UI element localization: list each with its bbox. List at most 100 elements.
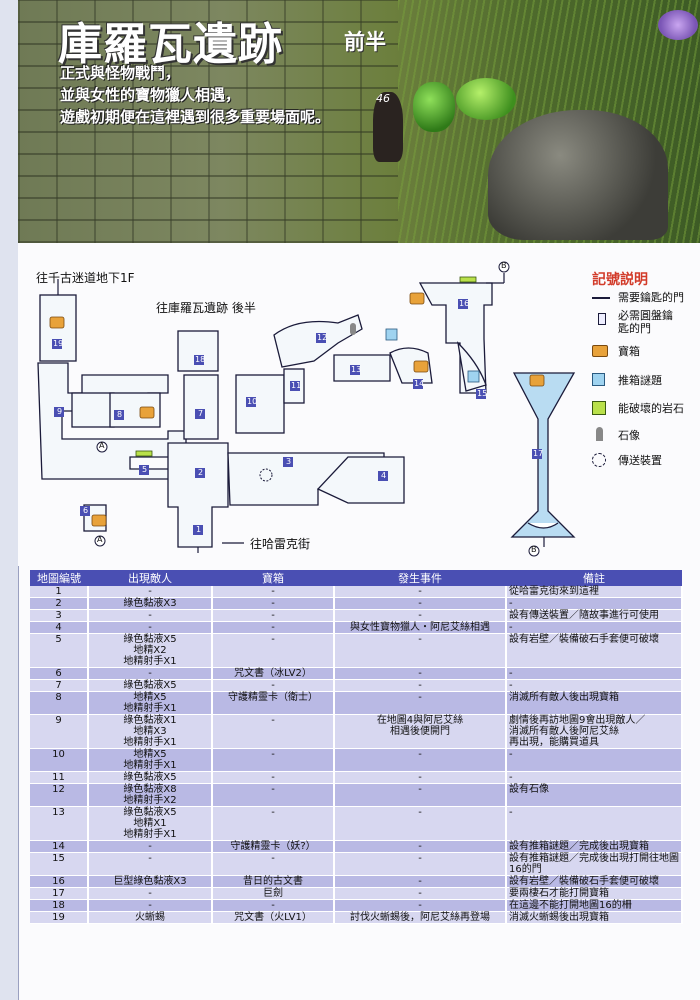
map-markers bbox=[94, 261, 540, 557]
cell-chest: 咒文書（火LV1） bbox=[212, 911, 335, 924]
cell-enemy: 綠色黏液X5 地精X2 地精射手X1 bbox=[88, 633, 213, 668]
cell-chest: - bbox=[212, 609, 335, 622]
map-label-to-underground: 往千古迷道地下1F bbox=[36, 271, 135, 285]
room-number: 18 bbox=[195, 355, 206, 364]
cell-map-no: 9 bbox=[30, 714, 89, 749]
room-17-arch bbox=[527, 522, 559, 529]
cell-enemy: - bbox=[88, 840, 213, 853]
intro-line-1: 正式與怪物戰鬥， bbox=[60, 64, 181, 82]
cell-chest: 昔日的古文書 bbox=[212, 875, 335, 888]
cell-event: - bbox=[334, 633, 507, 668]
cell-map-no: 11 bbox=[30, 771, 89, 784]
cell-enemy: - bbox=[88, 667, 213, 680]
page-subtitle: 前半 bbox=[344, 30, 386, 54]
teleporter-icon bbox=[592, 453, 606, 467]
cell-event: - bbox=[334, 609, 507, 622]
table-row: 17-巨劍-要兩棲石才能打開寶箱 bbox=[30, 887, 683, 900]
cell-note: 設有推箱謎題／完成後出現打開往地圖16的門 bbox=[506, 852, 683, 876]
map-marker-label: B bbox=[501, 261, 507, 270]
cell-note: 設有岩壁／裝備破石手套便可破壞 bbox=[506, 633, 683, 668]
room-13 bbox=[333, 354, 391, 382]
cell-chest: 咒文書（冰LV2） bbox=[212, 667, 335, 680]
cell-chest: - bbox=[212, 621, 335, 634]
cell-note: 設有石像 bbox=[506, 783, 683, 807]
cell-event: - bbox=[334, 852, 507, 876]
room-number: 8 bbox=[117, 410, 123, 419]
room-number: 9 bbox=[57, 407, 63, 416]
room-group-left bbox=[37, 362, 187, 480]
legend-label-disc-door: 必需圓盤鑰 匙的門 bbox=[618, 309, 673, 335]
cell-map-no: 19 bbox=[30, 911, 89, 924]
breakable-rock-icons bbox=[135, 276, 477, 457]
cell-note: 劇情後再訪地圖9會出現敵人／ 消滅所有敵人後阿尼艾絲 再出現，能購買道具 bbox=[506, 714, 683, 749]
room-8 bbox=[71, 392, 115, 428]
legend-label-teleporter: 傳送裝置 bbox=[618, 454, 662, 467]
cell-map-no: 18 bbox=[30, 899, 89, 912]
intro-line-3: 遊戲初期便在這裡遇到很多重要場面呢。 bbox=[60, 108, 331, 126]
cell-map-no: 1 bbox=[30, 586, 89, 598]
cell-enemy: - bbox=[88, 621, 213, 634]
room-number: 5 bbox=[142, 465, 148, 474]
intro-line-2: 並與女性的寶物獵人相遇， bbox=[60, 86, 241, 104]
cell-enemy: 綠色黏液X1 地精X3 地精射手X1 bbox=[88, 714, 213, 749]
room-number-labels bbox=[52, 299, 542, 535]
cell-event: - bbox=[334, 691, 507, 715]
map-label-to-back-half: 往庫羅瓦遺跡 後半 bbox=[156, 301, 256, 315]
cell-note: 從哈雷克街來到這裡 bbox=[506, 586, 683, 598]
cell-event: - bbox=[334, 783, 507, 807]
cell-map-no: 3 bbox=[30, 609, 89, 622]
cell-map-no: 2 bbox=[30, 597, 89, 610]
breakable-rock-icon bbox=[592, 401, 606, 415]
cell-chest: 巨劍 bbox=[212, 887, 335, 900]
rock-art bbox=[488, 110, 668, 240]
key-door-line-icon bbox=[592, 297, 610, 299]
cell-event: 與女性寶物獵人・阿尼艾絲相遇 bbox=[334, 621, 507, 634]
legend-title: 記號説明 bbox=[592, 272, 648, 288]
cell-enemy: 綠色黏液X8 地精射手X2 bbox=[88, 783, 213, 807]
cell-note: 要兩棲石才能打開寶箱 bbox=[506, 887, 683, 900]
legend-label-key-door: 需要鑰匙的門 bbox=[618, 291, 684, 304]
cell-note: 設有岩壁／裝備破石手套便可破壞 bbox=[506, 875, 683, 888]
push-box-icons bbox=[385, 328, 480, 383]
teleporter-icon bbox=[259, 468, 273, 482]
cell-chest: - bbox=[212, 852, 335, 876]
cell-note: 設有傳送裝置／隨故事進行可使用 bbox=[506, 609, 683, 622]
legend-label-chest: 寶箱 bbox=[618, 345, 640, 358]
room-number: 3 bbox=[286, 457, 292, 466]
room-number: 1 bbox=[196, 525, 202, 534]
statue-icon bbox=[350, 323, 356, 335]
table-row: 1---從哈雷克街來到這裡 bbox=[30, 586, 683, 598]
cell-enemy: - bbox=[88, 852, 213, 876]
room-10 bbox=[235, 374, 285, 434]
cell-event: 在地圖4與阿尼艾絲 相遇後便開門 bbox=[334, 714, 507, 749]
cell-event: - bbox=[334, 586, 507, 598]
cell-note: 消滅所有敵人後出現寶箱 bbox=[506, 691, 683, 715]
treasure-chest-icon bbox=[592, 345, 608, 357]
cell-chest: - bbox=[212, 783, 335, 807]
cell-map-no: 15 bbox=[30, 852, 89, 876]
room-number: 13 bbox=[351, 365, 362, 374]
cell-chest: 守護精靈卡（衛士） bbox=[212, 691, 335, 715]
cell-map-no: 16 bbox=[30, 875, 89, 888]
cell-event: - bbox=[334, 875, 507, 888]
cell-enemy: 綠色黏液X5 地精X1 地精射手X1 bbox=[88, 806, 213, 841]
cell-chest: - bbox=[212, 748, 335, 772]
cell-event: - bbox=[334, 899, 507, 912]
cell-map-no: 6 bbox=[30, 667, 89, 680]
map-label-to-harek: 往哈雷克街 bbox=[250, 537, 311, 551]
cell-chest: - bbox=[212, 899, 335, 912]
map-svg bbox=[37, 261, 576, 557]
map-marker-label: A bbox=[97, 535, 103, 544]
cell-chest: 守護精靈卡（妖?） bbox=[212, 840, 335, 853]
push-box-icon bbox=[592, 373, 605, 386]
cell-note: - bbox=[506, 679, 683, 692]
col-header-event: 發生事件 bbox=[334, 570, 506, 586]
cell-note: - bbox=[506, 748, 683, 772]
table-row: 4--與女性寶物獵人・阿尼艾絲相遇- bbox=[30, 621, 683, 634]
